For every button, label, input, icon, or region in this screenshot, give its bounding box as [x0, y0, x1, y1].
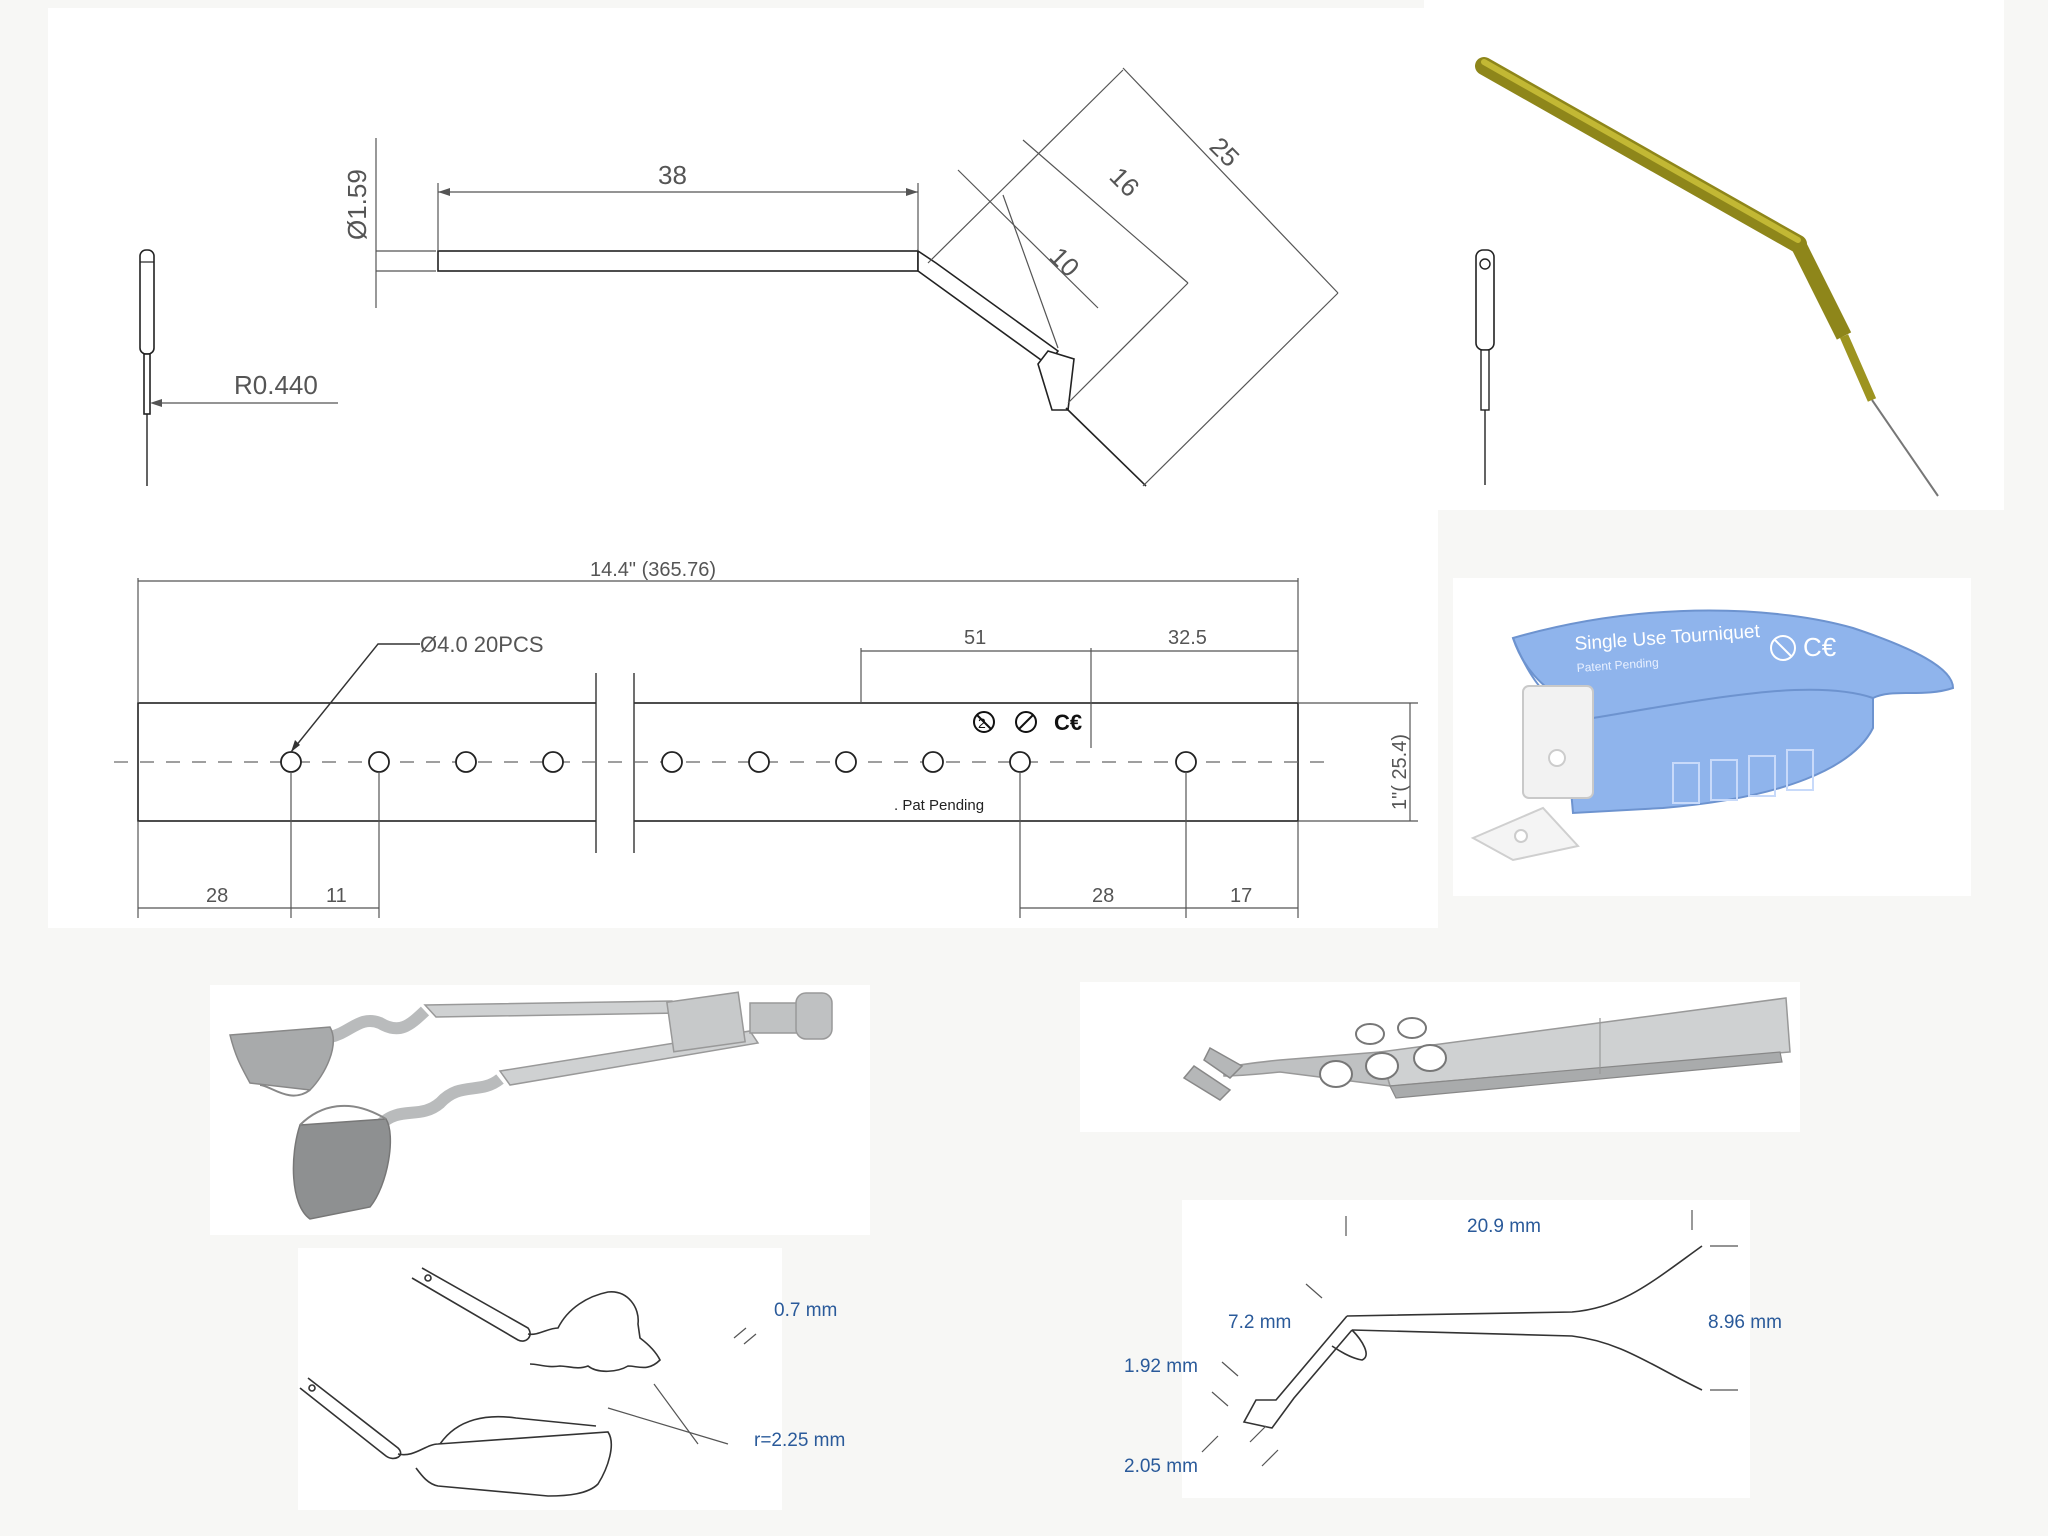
forceps-drawing-svg	[1201, 1210, 1738, 1467]
ruler-holes	[280, 751, 1197, 773]
dim-length-label: 38	[658, 160, 687, 190]
strap-subtext: Patent Pending	[1576, 655, 1659, 675]
forceps-length-label: 20.9 mm	[1467, 1216, 1541, 1237]
speculum-drawing-svg	[299, 1267, 757, 1497]
tourniquet-svg: Single Use Tourniquet Patent Pending C€	[1470, 609, 1955, 862]
speculum-thickness-label: 0.7 mm	[774, 1300, 838, 1321]
forceps-drawing-panel	[1182, 1200, 1750, 1498]
tourniquet-buckle	[1470, 685, 1594, 862]
needle-render-panel	[1424, 0, 2004, 510]
hole-note-label: Ø4.0 20PCS	[420, 632, 544, 657]
forceps-jaw-label: 1.92 mm	[1124, 1356, 1198, 1377]
forceps-photo-panel	[1080, 982, 1800, 1132]
speculum-radius-label: r=2.25 mm	[754, 1430, 846, 1451]
gold-needle	[1475, 57, 1939, 497]
forceps-tip-width-label: 2.05 mm	[1124, 1456, 1198, 1477]
tourniquet-photo-panel: Single Use Tourniquet Patent Pending C€	[1453, 578, 1971, 896]
no-reuse-icon: 2	[973, 711, 995, 733]
dim-32-5-label: 32.5	[1168, 627, 1207, 649]
dim-16-label: 16	[1104, 161, 1146, 203]
forceps-dim-lines	[1201, 1210, 1738, 1467]
dim-radius-label: R0.440	[234, 370, 318, 400]
total-length-label: 14.4" (365.76)	[590, 559, 716, 581]
speculum-body	[229, 991, 833, 1220]
pat-pending-label: . Pat Pending	[894, 797, 984, 814]
speculum-photo-svg	[229, 991, 833, 1220]
forceps-outline	[1242, 1245, 1703, 1429]
dim-17-label: 17	[1230, 885, 1252, 907]
ruler-body	[114, 673, 1328, 853]
dim-11-label: 11	[326, 885, 347, 907]
dim-10-label: 10	[1044, 241, 1086, 283]
ruler-drawing-svg: 2 C€ . Pat Pending 14.4" (365.76) Ø4.0 2…	[114, 559, 1418, 918]
dim-28-right-label: 28	[1092, 885, 1114, 907]
dim-diameter-label: Ø1.59	[342, 169, 372, 240]
needle-end-view	[1475, 249, 1495, 485]
needle-render-svg	[1475, 57, 1939, 497]
forceps-photo-svg	[1182, 997, 1791, 1101]
forceps-body	[1182, 997, 1791, 1101]
speculum-drawing-panel	[298, 1248, 782, 1510]
forceps-width-label: 8.96 mm	[1708, 1312, 1782, 1333]
ruler-drawing-panel: 2 C€ . Pat Pending 14.4" (365.76) Ø4.0 2…	[48, 548, 1438, 928]
dim-28-left-label: 28	[206, 885, 228, 907]
strap-no-reuse-icon	[1770, 635, 1796, 661]
needle-drawing-panel: R0.440 Ø1.59 38 10 16 25	[48, 8, 1438, 548]
dim-25-label: 25	[1204, 131, 1246, 173]
needle-main-body	[437, 249, 1147, 487]
strap-ce-mark: C€	[1803, 632, 1837, 662]
svg-text:2: 2	[978, 715, 986, 731]
needle-drawing-svg: R0.440 Ø1.59 38 10 16 25	[139, 67, 1339, 487]
needle-side-view	[139, 249, 155, 486]
speculum-outline	[299, 1267, 661, 1497]
no-sterilize-icon	[1015, 711, 1037, 733]
ce-mark: C€	[1054, 710, 1082, 735]
speculum-photo-panel	[210, 985, 870, 1235]
height-label: 1"( 25.4)	[1389, 734, 1411, 810]
forceps-tip-label: 7.2 mm	[1228, 1312, 1292, 1333]
tourniquet-strap	[1511, 609, 1955, 815]
dim-51-label: 51	[964, 627, 986, 649]
